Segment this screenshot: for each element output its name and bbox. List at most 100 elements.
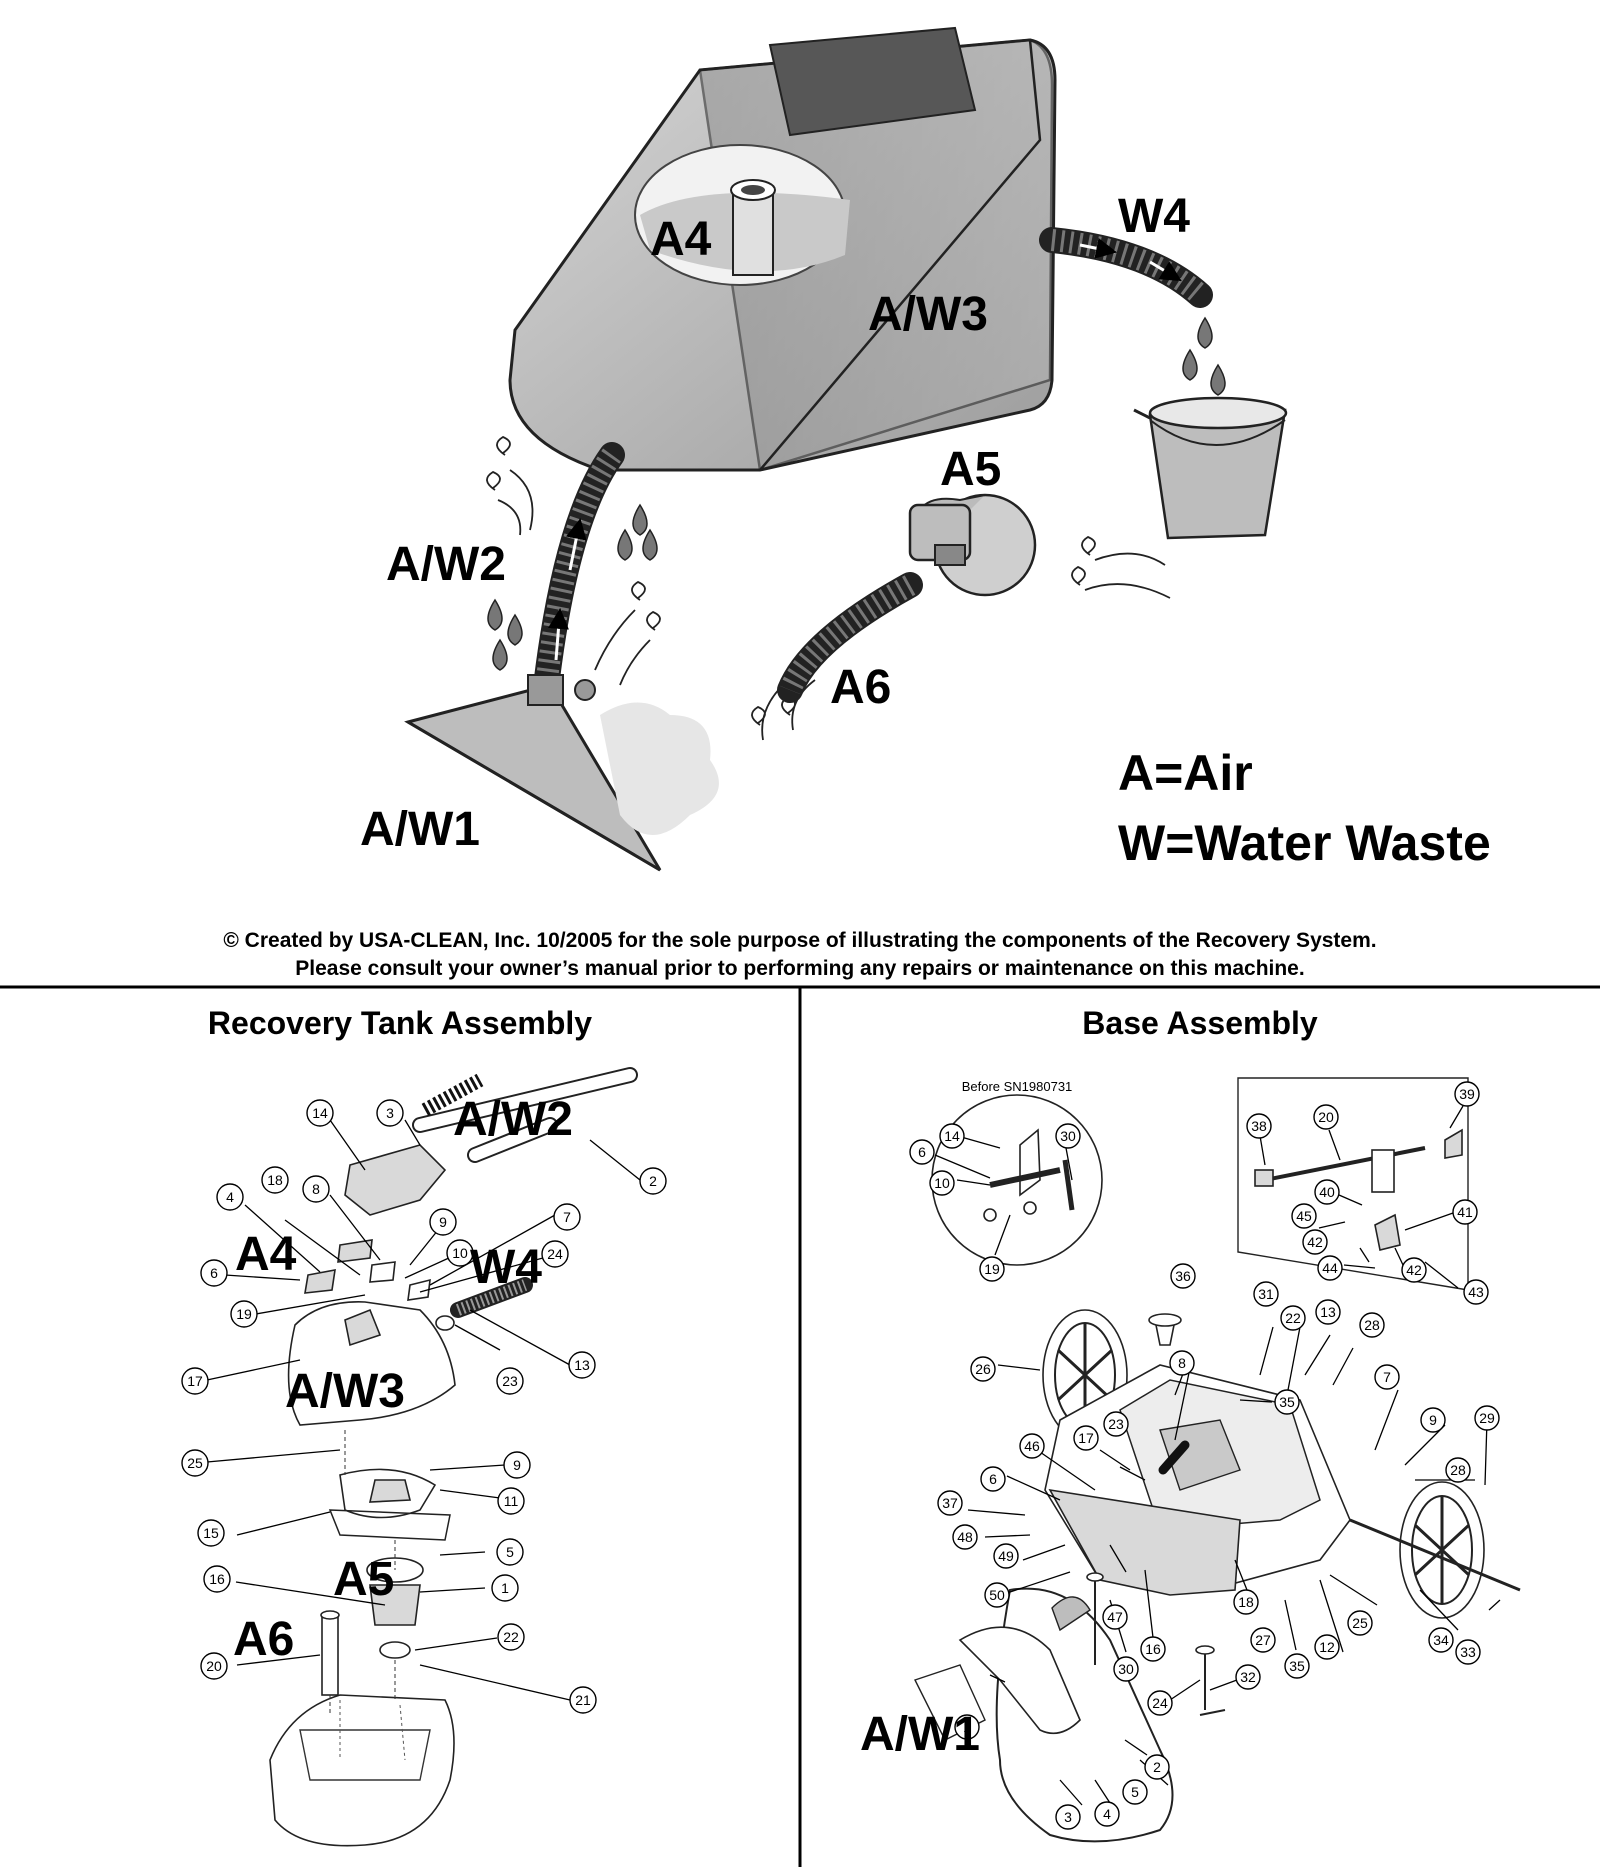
a5-vacuum-motor: [908, 493, 1037, 597]
svg-text:49: 49: [998, 1548, 1014, 1564]
base-callout-50: 50: [984, 1582, 1010, 1608]
base-callout-12: 12: [1314, 1634, 1340, 1660]
svg-text:15: 15: [203, 1525, 219, 1541]
callout-6: 6: [200, 1259, 228, 1287]
svg-text:50: 50: [989, 1587, 1005, 1603]
svg-text:8: 8: [312, 1181, 320, 1197]
recovery-tank-title: Recovery Tank Assembly: [207, 1005, 593, 1041]
kit-callout-45: 45: [1291, 1203, 1317, 1229]
base-callout-28: 28: [1359, 1312, 1385, 1338]
svg-text:37: 37: [942, 1495, 958, 1511]
svg-text:9: 9: [1429, 1412, 1437, 1428]
svg-text:1: 1: [963, 1719, 971, 1735]
svg-text:27: 27: [1255, 1632, 1271, 1648]
inset-callout-19: 19: [979, 1256, 1005, 1282]
inset-callout-6: 6: [909, 1139, 935, 1165]
callout-8: 8: [302, 1175, 330, 1203]
svg-text:42: 42: [1307, 1234, 1323, 1250]
aw1-floor-tool: [404, 674, 719, 872]
label-aw2: A/W2: [386, 538, 506, 591]
svg-text:24: 24: [547, 1246, 563, 1262]
svg-text:26: 26: [975, 1361, 991, 1377]
callout-9b: 9: [503, 1451, 531, 1479]
inset-callout-10: 10: [929, 1170, 955, 1196]
tank-label-w4: W4: [470, 1241, 542, 1294]
svg-text:24: 24: [1152, 1695, 1168, 1711]
svg-text:14: 14: [312, 1105, 328, 1121]
callout-16: 16: [203, 1565, 231, 1593]
svg-text:22: 22: [1285, 1310, 1301, 1326]
svg-text:18: 18: [267, 1172, 283, 1188]
a4-standpipe: [730, 179, 776, 276]
svg-text:45: 45: [1296, 1208, 1312, 1224]
svg-text:25: 25: [187, 1455, 203, 1471]
svg-text:4: 4: [226, 1189, 234, 1205]
svg-text:8: 8: [1178, 1355, 1186, 1371]
base-callout-46: 46: [1019, 1433, 1045, 1459]
svg-text:41: 41: [1457, 1204, 1473, 1220]
callout-13: 13: [568, 1351, 596, 1379]
svg-text:20: 20: [206, 1658, 222, 1674]
base-callout-37: 37: [937, 1490, 963, 1516]
svg-text:5: 5: [1131, 1784, 1139, 1800]
svg-text:30: 30: [1060, 1128, 1076, 1144]
recovery-tank-body: [508, 26, 1057, 472]
svg-text:16: 16: [209, 1571, 225, 1587]
base-callout-32: 32: [1235, 1664, 1261, 1690]
callout-19: 19: [230, 1300, 258, 1328]
svg-text:16: 16: [1145, 1641, 1161, 1657]
svg-text:9: 9: [513, 1457, 521, 1473]
base-callout-29: 29: [1474, 1405, 1500, 1431]
callout-2: 2: [639, 1167, 667, 1195]
svg-text:6: 6: [918, 1144, 926, 1160]
svg-text:38: 38: [1251, 1118, 1267, 1134]
base-callout-18: 18: [1233, 1589, 1259, 1615]
callout-23: 23: [496, 1367, 524, 1395]
svg-text:19: 19: [236, 1306, 252, 1322]
water-drops-icon: [1182, 316, 1226, 396]
svg-text:6: 6: [210, 1265, 218, 1281]
base-callout-4: 4: [1094, 1801, 1120, 1827]
base-callout-30: 30: [1113, 1656, 1139, 1682]
svg-text:7: 7: [563, 1209, 571, 1225]
svg-text:28: 28: [1450, 1462, 1466, 1478]
svg-text:13: 13: [574, 1357, 590, 1373]
label-aw1: A/W1: [360, 803, 480, 856]
base-callout-35: 35: [1274, 1389, 1300, 1415]
svg-text:10: 10: [452, 1245, 468, 1261]
base-callout-28b: 28: [1445, 1457, 1471, 1483]
copyright-notice: © Created by USA-CLEAN, Inc. 10/2005 for…: [223, 929, 1377, 952]
recovery-tank-exploded-view: 14 3 2 18 8 4 9 7 6 10 24 19 23 13 17 25…: [181, 1067, 667, 1847]
svg-text:3: 3: [386, 1105, 394, 1121]
tank-label-a6: A6: [233, 1613, 294, 1666]
callout-10: 10: [446, 1239, 474, 1267]
svg-text:23: 23: [502, 1373, 518, 1389]
tank-label-aw3: A/W3: [285, 1365, 405, 1418]
base-callout-17: 17: [1073, 1425, 1099, 1451]
label-a5: A5: [940, 443, 1001, 496]
label-a6: A6: [830, 661, 891, 714]
callout-24: 24: [541, 1240, 569, 1268]
base-callout-35b: 35: [1284, 1653, 1310, 1679]
svg-text:2: 2: [1153, 1759, 1161, 1775]
svg-text:42: 42: [1406, 1262, 1422, 1278]
bucket-icon: [1133, 396, 1288, 540]
svg-text:5: 5: [506, 1544, 514, 1560]
svg-text:32: 32: [1240, 1669, 1256, 1685]
svg-text:43: 43: [1468, 1284, 1484, 1300]
tank-label-a4: A4: [235, 1228, 297, 1281]
base-callout-16: 16: [1140, 1636, 1166, 1662]
base-callout-48: 48: [952, 1524, 978, 1550]
manual-notice: Please consult your owner’s manual prior…: [295, 957, 1305, 980]
callout-22: 22: [497, 1623, 525, 1651]
svg-text:21: 21: [575, 1692, 591, 1708]
svg-text:10: 10: [934, 1175, 950, 1191]
svg-text:22: 22: [503, 1629, 519, 1645]
svg-text:30: 30: [1118, 1661, 1134, 1677]
svg-text:1: 1: [501, 1580, 509, 1596]
base-callout-25: 25: [1347, 1610, 1373, 1636]
callout-9: 9: [429, 1208, 457, 1236]
a6-exhaust-hose: [777, 572, 923, 703]
base-callout-36: 36: [1170, 1263, 1196, 1289]
base-callout-13: 13: [1315, 1299, 1341, 1325]
